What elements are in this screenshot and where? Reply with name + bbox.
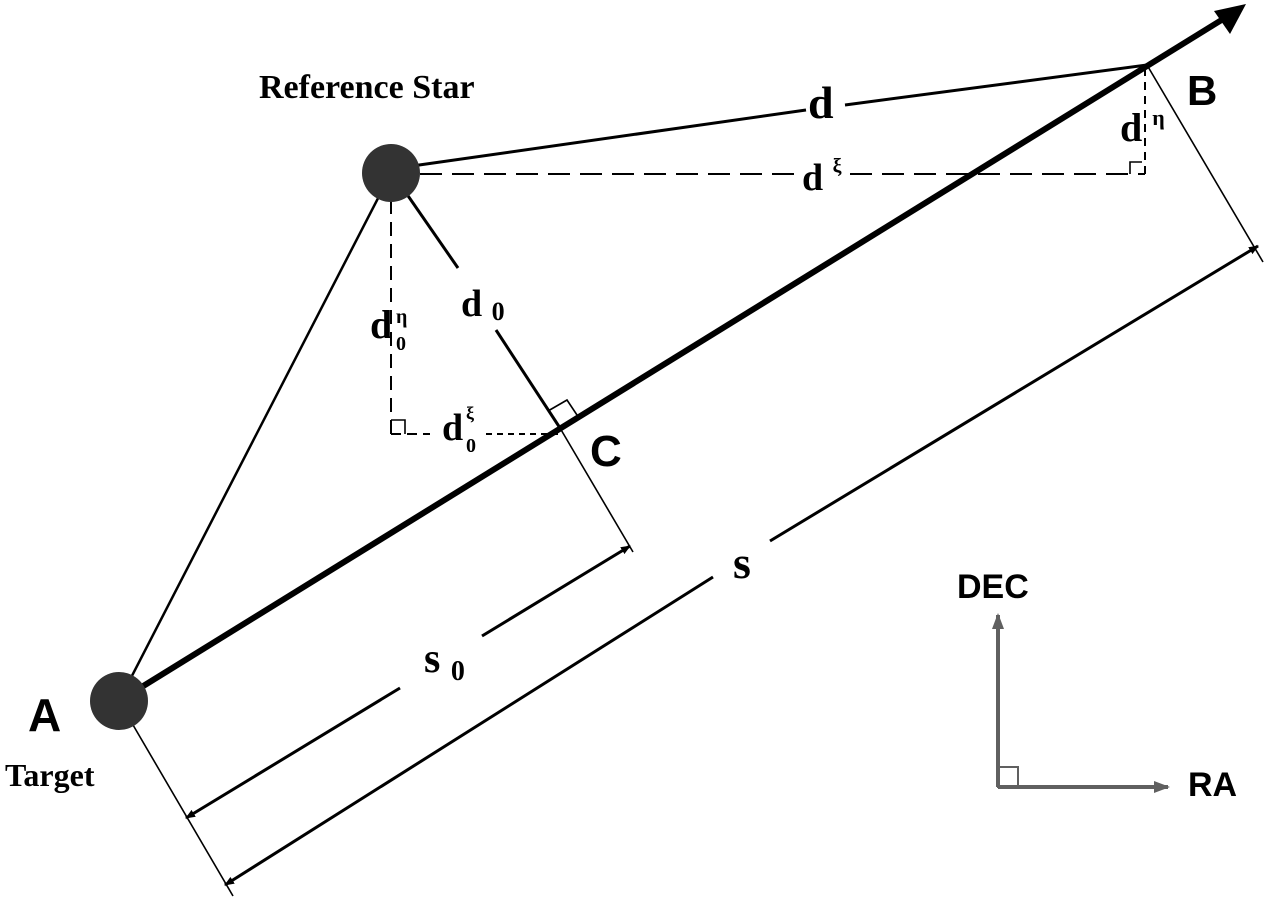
d-eta-base: d xyxy=(1120,105,1142,150)
target-dot xyxy=(90,672,148,730)
ra-axis-label: RA xyxy=(1188,766,1237,804)
d0-eta-label: d xyxy=(370,302,392,347)
d-label: d xyxy=(808,77,834,128)
d0-eta-sub: 0 xyxy=(396,333,406,355)
s0-sub: 0 xyxy=(451,656,465,687)
s-dimension-lower xyxy=(224,575,714,887)
d0-xi-sup: ξ xyxy=(466,403,474,424)
perp-tick-c xyxy=(559,427,634,553)
right-angle-c xyxy=(547,398,578,416)
reference-star-label: Reference Star xyxy=(259,69,475,106)
s-dimension-upper xyxy=(769,244,1259,543)
point-b-label: B xyxy=(1187,67,1217,114)
ref-to-target-line xyxy=(117,172,393,702)
d0-label: d 0 xyxy=(461,283,505,326)
point-a-label: A xyxy=(28,689,61,741)
perp-tick-b xyxy=(1146,64,1264,263)
d-line-left xyxy=(390,108,807,171)
d0-line-upper xyxy=(402,189,460,269)
d-line-right xyxy=(844,63,1148,107)
d0-base: d xyxy=(461,283,482,325)
perp-tick-a xyxy=(118,700,234,897)
trajectory-line xyxy=(117,13,1230,704)
d0-sub: 0 xyxy=(492,297,505,326)
dec-axis-label: DEC xyxy=(957,568,1029,606)
d0-eta-sup: η xyxy=(396,306,407,328)
d-eta-sup: η xyxy=(1152,105,1165,130)
d0-xi-label: d xyxy=(442,407,463,449)
axis-right-angle xyxy=(997,766,1019,788)
d-xi-base: d xyxy=(802,157,823,199)
s-label: s xyxy=(733,537,751,588)
d0-line-lower xyxy=(494,329,562,429)
reference-star-dot xyxy=(362,144,420,202)
s0-base: s xyxy=(424,636,440,682)
d-eta-label: d η xyxy=(1120,105,1165,150)
s0-dimension-lower xyxy=(185,686,401,820)
s0-dimension-upper xyxy=(481,544,631,638)
point-c-label: C xyxy=(590,427,622,476)
right-angle-ref-foot xyxy=(391,419,406,434)
d-xi-label: d ξ xyxy=(802,155,842,199)
d-xi-sup: ξ xyxy=(833,155,842,177)
s0-label: s 0 xyxy=(424,636,465,687)
right-angle-b xyxy=(1129,161,1142,174)
target-label: Target xyxy=(5,757,95,793)
d0-xi-sub: 0 xyxy=(466,435,476,457)
trajectory-arrowhead xyxy=(1214,4,1246,34)
